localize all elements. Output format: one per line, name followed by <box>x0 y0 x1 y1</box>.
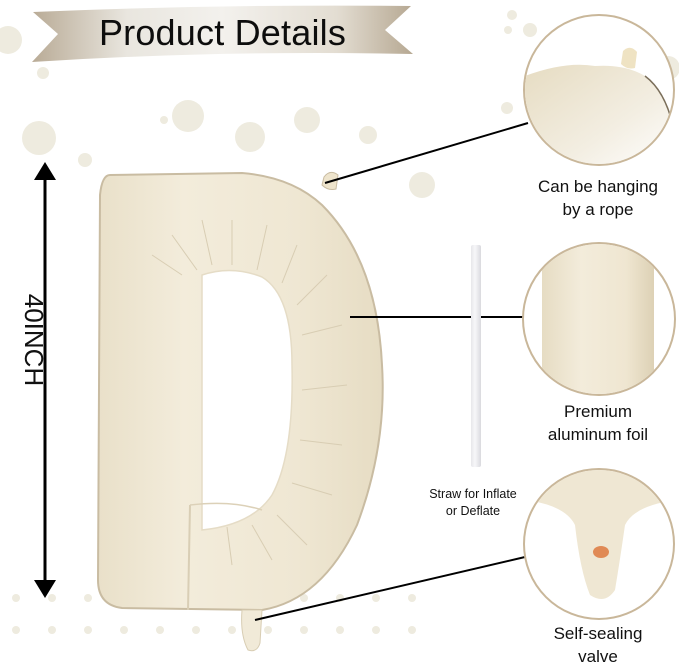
callout-foil-caption: Premium aluminum foil <box>547 402 649 444</box>
letter-d-balloon <box>96 171 384 652</box>
height-arrow <box>34 162 56 598</box>
ribbon-shape <box>32 5 413 62</box>
callout-rope-image <box>523 14 675 166</box>
page-title: Product Details <box>98 12 347 53</box>
callout-rope-caption: Can be hanging by a rope <box>537 177 659 219</box>
arrow-up-icon <box>34 162 56 180</box>
callout-valve-image <box>523 468 675 620</box>
straw-caption: Straw for Inflate or Deflate <box>429 487 517 518</box>
title-banner: Product Details <box>30 4 415 62</box>
callout-foil-image <box>522 242 676 396</box>
inflation-straw <box>471 245 481 467</box>
arrow-down-icon <box>34 580 56 598</box>
valve-dot <box>593 546 609 558</box>
callout-valve-caption: Self-sealing valve <box>553 624 643 666</box>
